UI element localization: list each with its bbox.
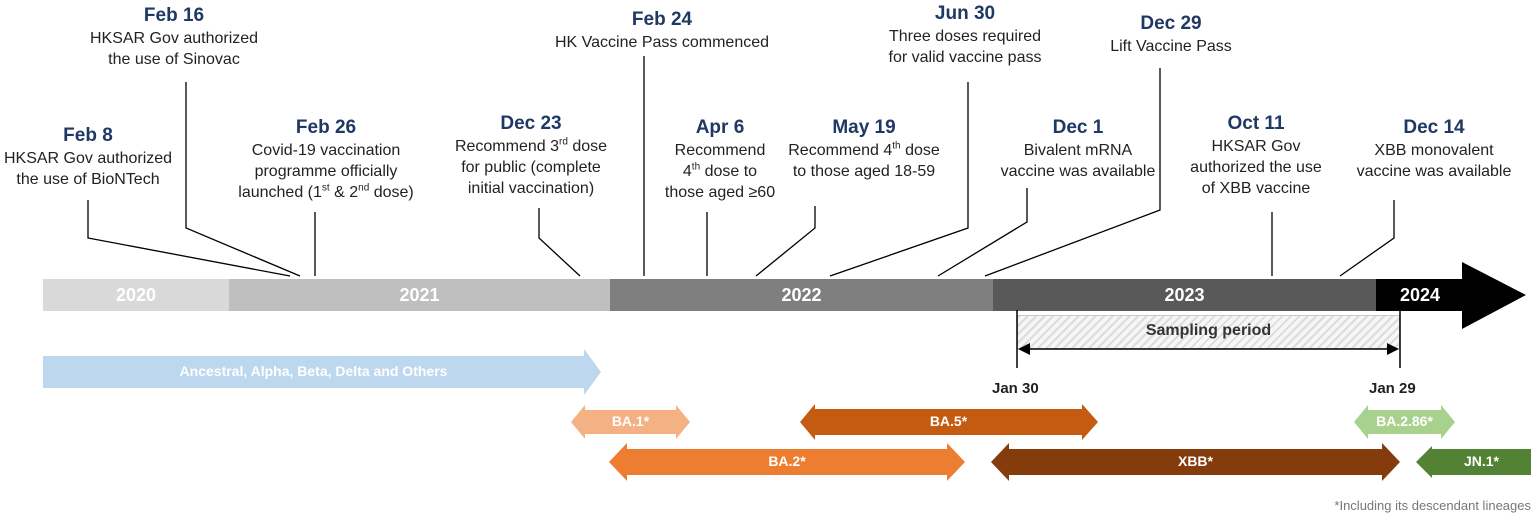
variant-label-ba2: BA.2*	[768, 453, 806, 469]
event-oct11: Oct 11 HKSAR Gov authorized the use of X…	[1190, 112, 1322, 199]
variant-arrow-ba1	[571, 405, 690, 439]
event-text: XBB monovalent	[1374, 142, 1494, 159]
event-apr6: Apr 6 Recommend 4th dose to those aged ≥…	[665, 116, 775, 203]
event-date: Feb 8	[63, 125, 113, 146]
event-jun30: Jun 30 Three doses required for valid va…	[889, 2, 1042, 68]
event-date: May 19	[832, 117, 896, 138]
variant-arrow-ba5	[800, 404, 1098, 440]
connector-dec14	[1339, 200, 1395, 277]
connector-jun30	[829, 82, 969, 277]
event-date: Apr 6	[695, 117, 745, 138]
year-segment-2023: 2023	[993, 279, 1376, 311]
event-text: Recommend 4th dose	[788, 140, 940, 159]
year-segment-2024: 2024	[1376, 279, 1464, 311]
sampling-start-label: Jan 30	[992, 380, 1039, 397]
footnote: *Including its descendant lineages	[1334, 498, 1531, 513]
event-date: Feb 24	[631, 9, 693, 30]
connector-may19	[755, 206, 816, 277]
variant-arrow-ba286	[1354, 405, 1455, 439]
event-text: HK Vaccine Pass commenced	[554, 34, 770, 51]
event-feb16: Feb 16 HKSAR Gov authorized the use of S…	[90, 4, 258, 70]
event-dec23: Dec 23 Recommend 3rd dose for public (co…	[455, 112, 607, 199]
event-date: Dec 29	[1140, 13, 1202, 34]
event-may19: May 19 Recommend 4th dose to those aged …	[788, 116, 940, 182]
year-segment-2022: 2022	[610, 279, 993, 311]
event-text: for valid vaccine pass	[888, 49, 1042, 66]
event-date: Feb 26	[295, 117, 357, 138]
event-text: HKSAR Gov authorized	[3, 150, 173, 167]
event-date: Dec 1	[1052, 117, 1104, 138]
event-text: initial vaccination)	[467, 180, 595, 197]
variant-label-ancestral: Ancestral, Alpha, Beta, Delta and Others	[179, 363, 448, 379]
event-text: launched (1st & 2nd dose)	[238, 182, 414, 201]
connector-dec29	[984, 68, 1161, 277]
event-text: 4th dose to	[682, 161, 758, 180]
event-text: vaccine was available	[1356, 163, 1512, 180]
event-text: HKSAR Gov	[1211, 138, 1301, 155]
connector-dec1	[937, 188, 1028, 277]
connector-dec23	[538, 208, 581, 277]
event-date: Dec 14	[1403, 117, 1465, 138]
variant-label-ba1: BA.1*	[611, 413, 650, 429]
sampling-end-label: Jan 29	[1369, 380, 1416, 397]
variant-label-ba286: BA.2.86*	[1376, 413, 1433, 429]
event-text: Bivalent mRNA	[1023, 142, 1133, 159]
event-text: Lift Vaccine Pass	[1110, 38, 1232, 55]
variant-arrow-ba2	[609, 443, 965, 481]
event-date: Jun 30	[934, 3, 996, 24]
event-dec29: Dec 29 Lift Vaccine Pass	[1110, 12, 1232, 57]
year-segment-2020: 2020	[43, 279, 229, 311]
event-text: Three doses required	[888, 28, 1042, 45]
variant-arrow-xbb	[991, 443, 1400, 481]
variant-label-jn1: JN.1*	[1463, 453, 1500, 469]
event-date: Oct 11	[1227, 113, 1285, 134]
event-dec1: Dec 1 Bivalent mRNA vaccine was availabl…	[1001, 116, 1156, 182]
variant-label-xbb: XBB*	[1177, 453, 1213, 469]
variant-arrow-ancestral	[43, 349, 601, 395]
event-text: of XBB vaccine	[1201, 180, 1311, 197]
event-text: the use of BioNTech	[16, 171, 160, 188]
event-text: the use of Sinovac	[108, 51, 240, 68]
event-date: Dec 23	[500, 113, 562, 134]
event-feb24: Feb 24 HK Vaccine Pass commenced	[555, 8, 769, 53]
connector-feb16	[185, 82, 301, 277]
event-text: to those aged 18-59	[792, 163, 936, 180]
year-segment-2021: 2021	[229, 279, 610, 311]
event-text: Recommend	[674, 142, 766, 159]
variant-arrow-jn1	[1416, 446, 1531, 478]
event-text: authorized the use	[1190, 159, 1322, 176]
connector-feb8	[87, 200, 291, 277]
sampling-period-label: Sampling period	[1145, 322, 1272, 339]
event-text: for public (complete	[461, 159, 601, 176]
event-text: vaccine was available	[1000, 163, 1156, 180]
event-text: Covid-19 vaccination	[251, 142, 401, 159]
event-text: HKSAR Gov authorized	[89, 30, 259, 47]
event-feb8: Feb 8 HKSAR Gov authorized the use of Bi…	[4, 124, 172, 190]
event-date: Feb 16	[143, 5, 205, 26]
event-dec14: Dec 14 XBB monovalent vaccine was availa…	[1357, 116, 1512, 182]
event-text: those aged ≥60	[664, 184, 776, 201]
event-text: Recommend 3rd dose	[454, 136, 608, 155]
event-feb26: Feb 26 Covid-19 vaccination programme of…	[238, 116, 413, 203]
event-text: programme officially	[254, 163, 398, 180]
variant-label-ba5: BA.5*	[929, 413, 968, 429]
